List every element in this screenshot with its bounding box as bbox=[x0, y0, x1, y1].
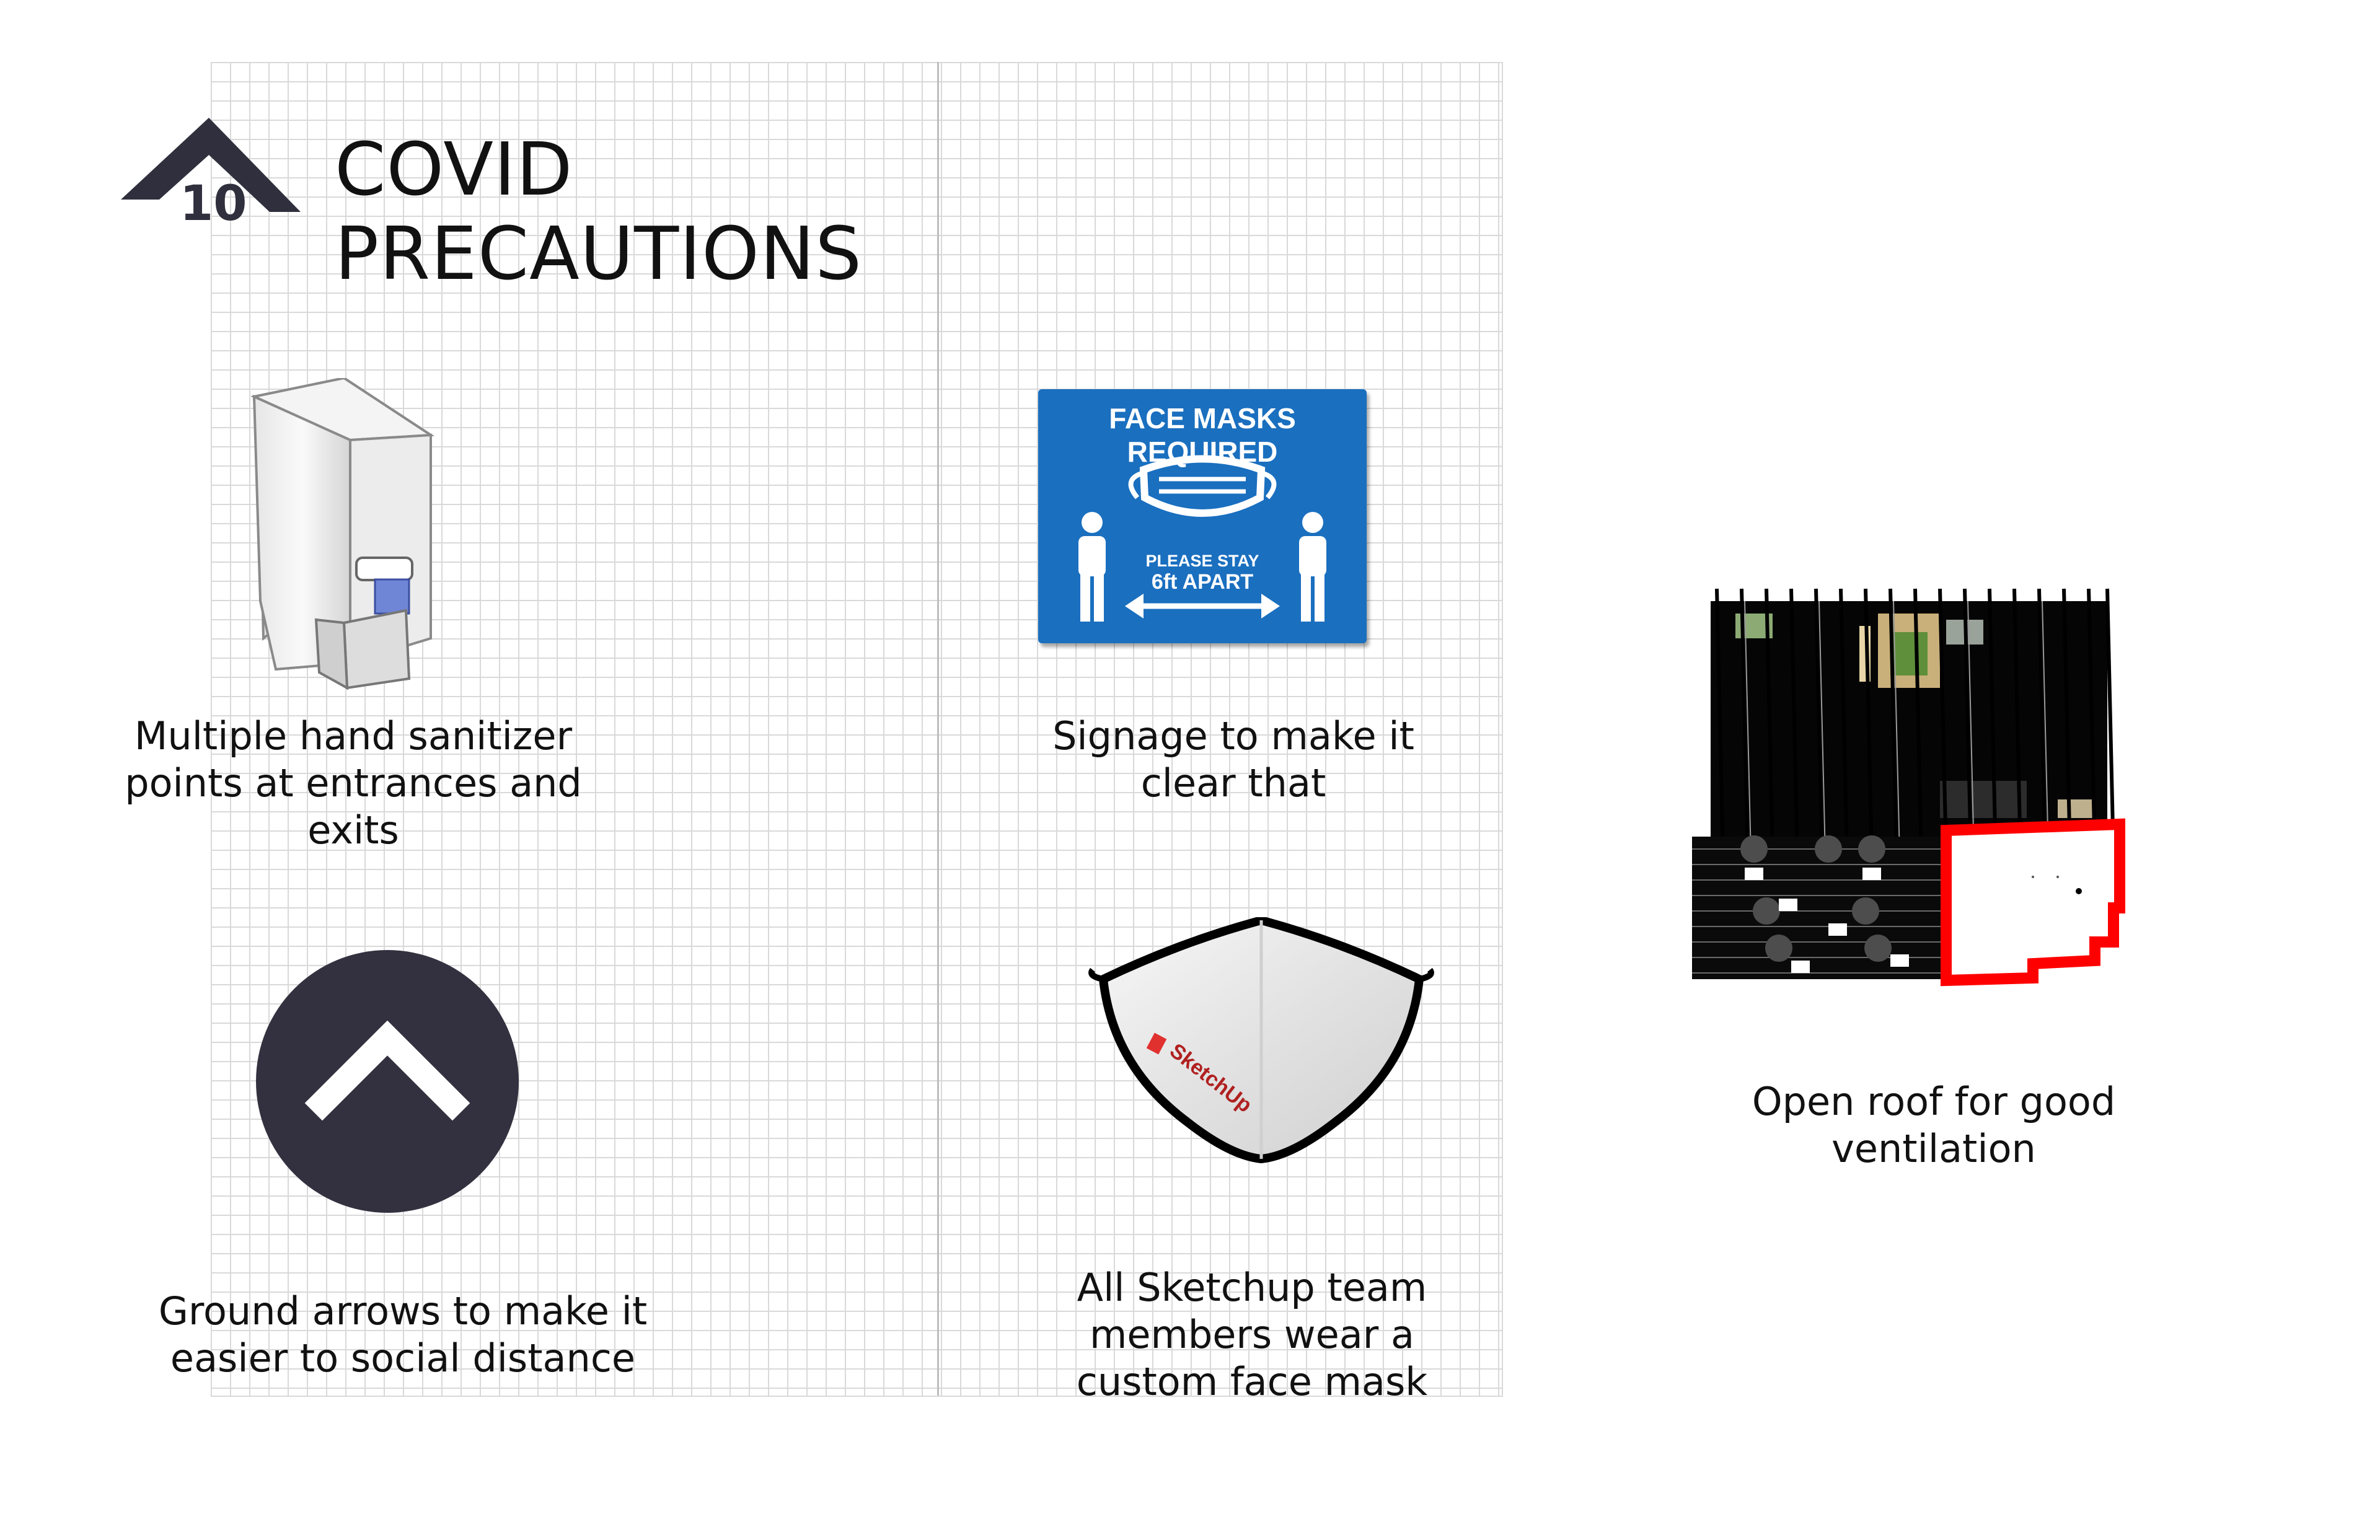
mask-caption: All Sketchup team members wear a custom … bbox=[973, 1264, 1531, 1406]
arrows-caption: Ground arrows to make it easier to socia… bbox=[124, 1288, 682, 1382]
signage-caption-line-1: Signage to make it bbox=[1052, 713, 1414, 759]
roof-caption-line-2: ventilation bbox=[1831, 1126, 2036, 1171]
page-title: COVID PRECAUTIONS bbox=[335, 127, 1078, 296]
face-mask-sign: FACE MASKS REQUIRED PLEASE STAY 6ft APAR… bbox=[1038, 389, 1367, 643]
mask-caption-line-2: members wear a bbox=[1090, 1312, 1414, 1357]
grid-center-divider bbox=[937, 62, 939, 1396]
house-badge-icon bbox=[121, 118, 301, 212]
sign-subtitle-2: 6ft APART bbox=[1151, 570, 1254, 594]
sanitizer-caption-line-1: Multiple hand sanitizer bbox=[134, 713, 573, 759]
sketchup-mask-image: SketchUp bbox=[1088, 917, 1434, 1164]
chevron-up-icon bbox=[256, 950, 519, 1213]
roof-caption-line-1: Open roof for good bbox=[1752, 1079, 2116, 1124]
hand-sanitizer-icon bbox=[251, 378, 435, 690]
signage-caption: Signage to make it clear that bbox=[967, 713, 1500, 807]
sign-graphics bbox=[1078, 455, 1326, 622]
mask-caption-line-3: custom face mask bbox=[1076, 1359, 1428, 1404]
mask-caption-line-1: All Sketchup team bbox=[1077, 1265, 1427, 1310]
signage-caption-line-2: clear that bbox=[1140, 760, 1326, 806]
roof-plan-image bbox=[1692, 588, 2125, 987]
arrows-caption-line-2: easier to social distance bbox=[170, 1335, 636, 1381]
roof-caption: Open roof for good ventilation bbox=[1636, 1078, 2231, 1173]
sanitizer-caption-line-2: points at entrances and exits bbox=[125, 760, 582, 853]
title-line-2: PRECAUTIONS bbox=[335, 211, 863, 296]
arrows-caption-line-1: Ground arrows to make it bbox=[158, 1288, 648, 1334]
sign-title: FACE MASKS REQUIRED bbox=[1109, 402, 1296, 468]
sign-subtitle-1: PLEASE STAY bbox=[1145, 552, 1259, 570]
title-line-1: COVID bbox=[335, 126, 573, 212]
section-number: 10 bbox=[180, 176, 247, 232]
sanitizer-caption: Multiple hand sanitizer points at entran… bbox=[81, 713, 626, 854]
